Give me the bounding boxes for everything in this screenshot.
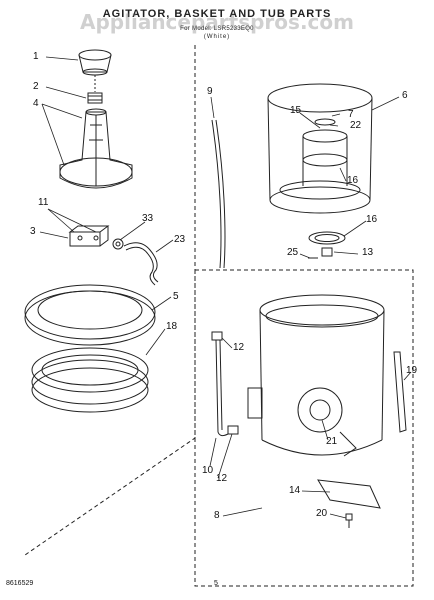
model-line: For Model: LSR5233EQ0: [180, 26, 254, 32]
diagram-title: AGITATOR, BASKET AND TUB PARTS: [102, 8, 332, 20]
outer-tub-group-box: [195, 270, 413, 586]
callout-15: 15: [290, 105, 302, 116]
wash-basket-part: [268, 84, 372, 213]
leader-lines: [40, 57, 411, 518]
tub-ring-part: [25, 285, 155, 345]
callout-2: 2: [33, 81, 39, 92]
callout-10: 10: [202, 465, 214, 476]
outer-tub-part: [248, 295, 384, 456]
hose-fitting-part: [212, 332, 228, 436]
agitator-part: [60, 109, 132, 188]
callout-4: 4: [33, 98, 39, 109]
bolt-part: [346, 514, 352, 528]
callout-18: 18: [166, 321, 178, 332]
callout-7: 7: [348, 109, 354, 120]
lower-fitting-part: [228, 426, 238, 434]
tub-seal-part: [32, 348, 148, 412]
clip-part: [322, 248, 332, 256]
callout-8: 8: [214, 510, 220, 521]
drive-block-part: [70, 226, 108, 246]
callout-12-lower: 12: [216, 473, 228, 484]
mounting-plate-part: [318, 480, 380, 508]
callout-25: 25: [287, 247, 299, 258]
callout-9: 9: [207, 86, 213, 97]
callout-23: 23: [174, 234, 186, 245]
callout-12-upper: 12: [233, 342, 245, 353]
agitator-group-outline: [25, 45, 195, 555]
callout-14: 14: [289, 485, 301, 496]
callout-5: 5: [173, 291, 179, 302]
hub-seal-part: [309, 232, 345, 244]
callout-1: 1: [33, 51, 39, 62]
hose-part: [124, 243, 158, 282]
callout-20: 20: [316, 508, 328, 519]
drain-channel-part: [394, 352, 406, 432]
watermark-logo: Appliancepartspros.com: [80, 10, 354, 34]
agitator-cap-part: [79, 50, 111, 92]
callout-13: 13: [362, 247, 374, 258]
footer-code: 8616529: [6, 580, 34, 587]
callout-3: 3: [30, 226, 36, 237]
callout-19: 19: [406, 365, 418, 376]
tube-part: [212, 120, 221, 268]
page-number: 5: [214, 580, 218, 587]
callout-16-lower: 16: [366, 214, 378, 225]
clamp-part: [113, 239, 123, 249]
callout-22: 22: [350, 120, 362, 131]
callout-16-upper: 16: [347, 175, 359, 186]
callout-6: 6: [402, 90, 408, 101]
agitator-nut-part: [88, 93, 102, 103]
callout-11: 11: [38, 197, 49, 208]
callout-33: 33: [142, 213, 154, 224]
revision-note: (White): [203, 34, 231, 40]
callout-21: 21: [326, 436, 338, 447]
